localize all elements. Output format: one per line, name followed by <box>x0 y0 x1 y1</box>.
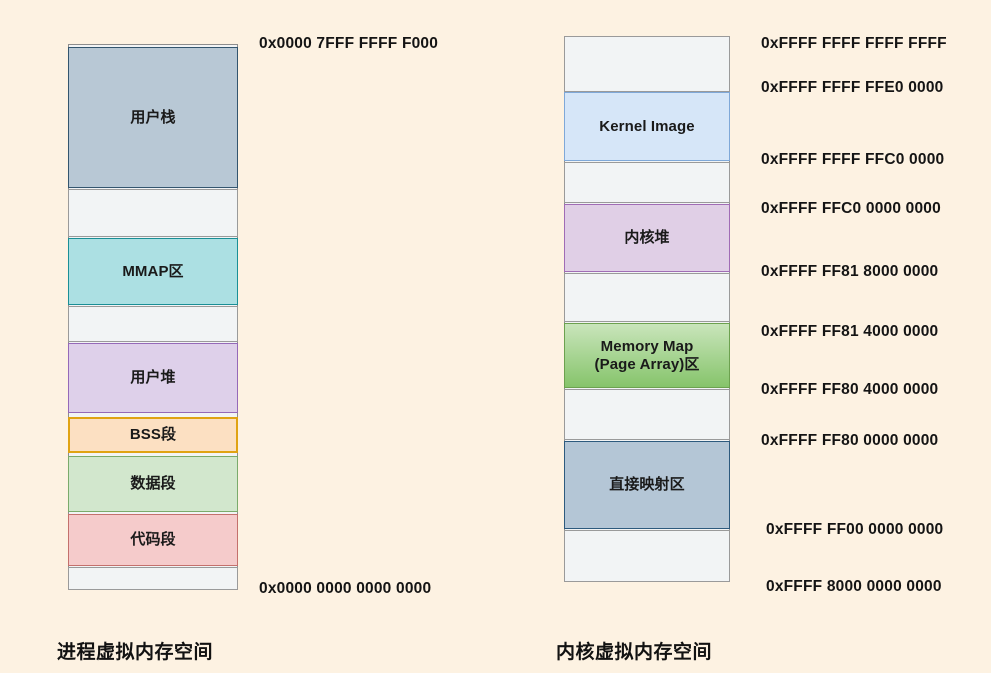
process-block-text-label: 代码段 <box>130 531 176 549</box>
process-top-address: 0x0000 7FFF FFFF F000 <box>259 35 439 52</box>
kernel-block-gap-1 <box>564 162 730 203</box>
kernel-address-9: 0xFFFF 8000 0000 0000 <box>766 578 942 595</box>
process-block-user-heap-label: 用户堆 <box>130 369 176 387</box>
process-block-user-stack[interactable]: 用户栈 <box>68 47 238 188</box>
kernel-diagram-caption: 内核虚拟内存空间 <box>556 642 713 663</box>
kernel-block-kernel-heap[interactable]: 内核堆 <box>564 204 730 272</box>
kernel-block-kernel-heap-label: 内核堆 <box>624 229 670 247</box>
kernel-block-gap-3 <box>564 389 730 440</box>
kernel-block-memory-map-label-line2: (Page Array)区 <box>594 355 700 373</box>
process-bottom-address: 0x0000 0000 0000 0000 <box>259 580 432 597</box>
kernel-address-3: 0xFFFF FFC0 0000 0000 <box>761 200 941 217</box>
kernel-block-gap-bottom <box>564 530 730 582</box>
process-block-user-stack-label: 用户栈 <box>130 108 176 126</box>
kernel-block-gap-2 <box>564 273 730 322</box>
kernel-address-4: 0xFFFF FF81 8000 0000 <box>761 263 939 280</box>
process-block-mmap-label: MMAP区 <box>122 262 184 280</box>
kernel-block-kernel-image[interactable]: Kernel Image <box>564 92 730 161</box>
process-block-text[interactable]: 代码段 <box>68 514 238 566</box>
kernel-block-memory-map[interactable]: Memory Map (Page Array)区 <box>564 323 730 388</box>
process-block-user-heap[interactable]: 用户堆 <box>68 343 238 413</box>
kernel-block-memory-map-label-line1: Memory Map <box>600 337 694 355</box>
process-diagram-caption: 进程虚拟内存空间 <box>57 642 214 663</box>
kernel-address-2: 0xFFFF FFFF FFC0 0000 <box>761 151 945 168</box>
kernel-address-7: 0xFFFF FF80 0000 0000 <box>761 432 939 449</box>
process-block-gap-2 <box>68 306 238 342</box>
kernel-address-6: 0xFFFF FF80 4000 0000 <box>761 381 939 398</box>
process-block-data-label: 数据段 <box>130 475 176 493</box>
kernel-address-5: 0xFFFF FF81 4000 0000 <box>761 323 939 340</box>
process-block-mmap[interactable]: MMAP区 <box>68 238 238 305</box>
process-block-data[interactable]: 数据段 <box>68 456 238 512</box>
kernel-block-direct-mapping-label: 直接映射区 <box>609 476 685 494</box>
kernel-block-kernel-image-label: Kernel Image <box>599 117 695 135</box>
kernel-block-gap-top <box>564 36 730 92</box>
process-block-bss-label: BSS段 <box>129 426 177 444</box>
kernel-address-1: 0xFFFF FFFF FFE0 0000 <box>761 79 944 96</box>
kernel-block-direct-mapping[interactable]: 直接映射区 <box>564 441 730 529</box>
process-block-gap-3 <box>68 567 238 590</box>
kernel-address-8: 0xFFFF FF00 0000 0000 <box>766 521 944 538</box>
process-block-gap-1 <box>68 189 238 237</box>
kernel-address-0: 0xFFFF FFFF FFFF FFFF <box>761 35 947 52</box>
process-block-bss[interactable]: BSS段 <box>68 417 238 453</box>
